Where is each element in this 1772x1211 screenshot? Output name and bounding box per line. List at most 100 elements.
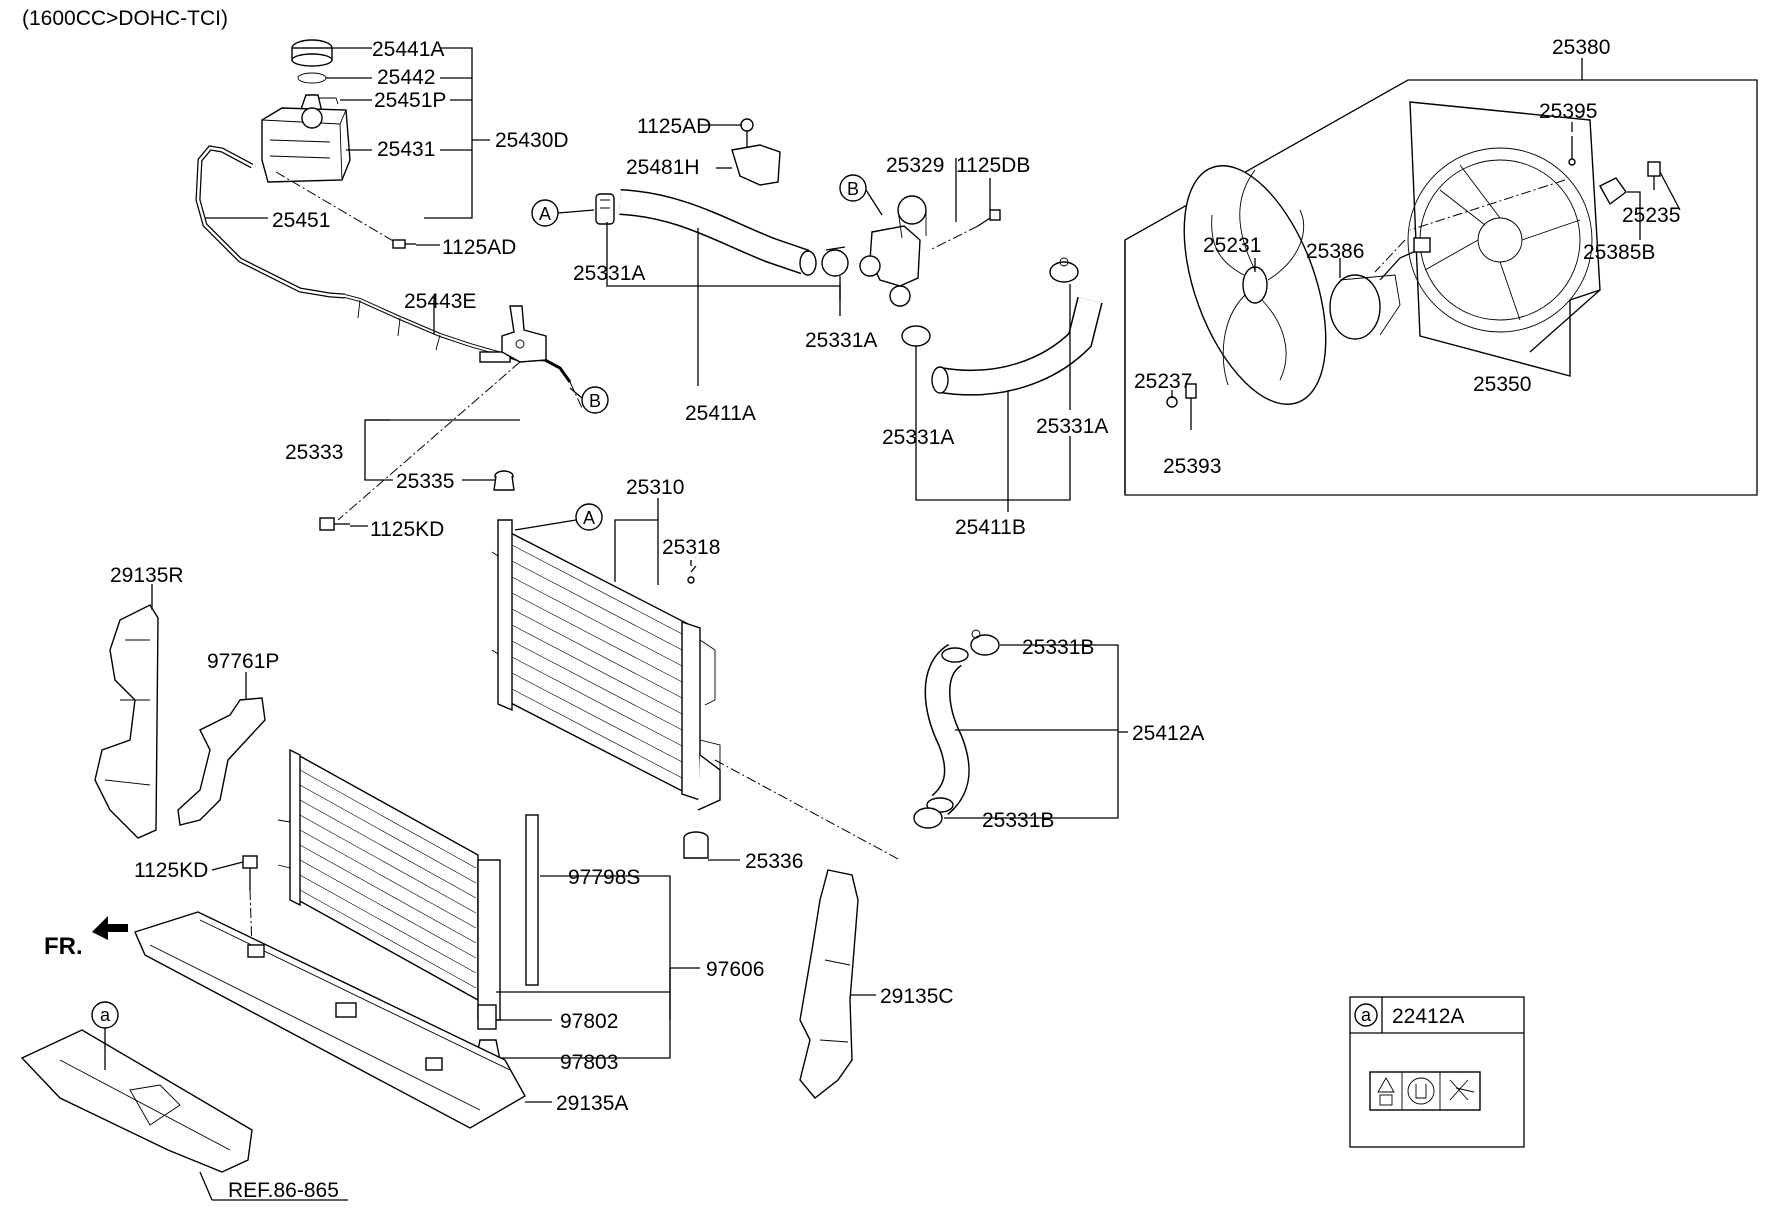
label-ref: REF.86-865 [228, 1179, 339, 1202]
bolt-1125DB [977, 209, 1001, 227]
label-97606: 97606 [706, 958, 764, 981]
label-29135C: 29135C [880, 985, 954, 1008]
thermostat-housing [859, 195, 927, 307]
label-25350: 25350 [1473, 373, 1531, 396]
label-25331A-a: 25331A [573, 262, 645, 285]
radiator-mount-bottom-25336 [683, 831, 709, 859]
reservoir-tank [261, 107, 351, 183]
label-25481H: 25481H [626, 156, 700, 179]
label-97798S: 97798S [568, 866, 640, 889]
bracket-97761P [177, 697, 266, 826]
label-25333: 25333 [285, 441, 343, 464]
bolt-1125AD-reservoir [392, 239, 416, 249]
hose-clamp-25331B-a [970, 629, 1000, 656]
label-1125DB: 1125DB [956, 154, 1030, 177]
air-guard-29135C [799, 869, 859, 1099]
label-25318: 25318 [662, 536, 720, 559]
label-25331A-b: 25331A [805, 329, 877, 352]
label-25329: 25329 [886, 154, 944, 177]
label-1125KD-a: 1125KD [370, 518, 444, 541]
legend-box: a 22412A [1349, 996, 1525, 1148]
label-25411A: 25411A [685, 402, 756, 425]
hose-clamp-25331A-a [595, 193, 615, 225]
label-25331A-d: 25331A [1036, 415, 1108, 438]
svg-text:B: B [847, 179, 859, 199]
callout-B-pipe: B [581, 386, 609, 414]
callout-B-thermo: B [839, 174, 867, 202]
callout-a-cover: a [91, 1001, 119, 1029]
resistor-25385B [1599, 177, 1627, 206]
hose-clamp-25331A-b [821, 246, 849, 277]
legend-marker: a [1361, 1005, 1372, 1025]
label-25451P: 25451P [374, 89, 446, 112]
svg-text:A: A [539, 204, 551, 224]
bolt-1125KD-bracket [319, 517, 350, 531]
screw-25318 [687, 565, 697, 584]
carrier-29135A [134, 911, 526, 1129]
label-25380: 25380 [1552, 36, 1610, 59]
label-25451: 25451 [272, 209, 330, 232]
svg-text:a: a [100, 1005, 111, 1025]
connector-25235 [1647, 161, 1661, 190]
label-25430D: 25430D [495, 129, 569, 152]
label-97802: 97802 [560, 1010, 618, 1033]
label-25385B: 25385B [1583, 241, 1655, 264]
legend-part: 22412A [1392, 1005, 1464, 1028]
fan-motor-25386 [1329, 237, 1431, 340]
front-label: FR. [44, 933, 83, 960]
label-25237: 25237 [1134, 370, 1192, 393]
label-25411B: 25411B [955, 516, 1026, 539]
label-29135R: 29135R [110, 564, 184, 587]
label-25431: 25431 [377, 138, 435, 161]
label-25412A: 25412A [1132, 722, 1204, 745]
label-97761P: 97761P [207, 650, 279, 673]
upper-hose-25411A [619, 189, 817, 276]
label-25443E: 25443E [404, 290, 476, 313]
label-1125AD-a: 1125AD [442, 236, 516, 259]
label-25335: 25335 [396, 470, 454, 493]
radiator-25310 [491, 519, 721, 811]
label-97803: 97803 [560, 1051, 618, 1074]
svg-text:B: B [589, 391, 601, 411]
label-25395: 25395 [1539, 100, 1597, 123]
screw-25395 [1568, 136, 1576, 166]
nut-25237 [1166, 396, 1178, 408]
callout-A-rad: A [575, 503, 603, 531]
reservoir-cap [291, 39, 333, 67]
bracket-25333 [501, 305, 547, 363]
label-1125AD-b: 1125AD [637, 115, 711, 138]
dryer-97802 [477, 1004, 497, 1030]
fan-shroud-25350 [1407, 101, 1601, 377]
hose-clamp-25331A-d [1049, 257, 1079, 283]
hose-clamp-25331B-b [913, 807, 943, 829]
label-25235: 25235 [1622, 204, 1680, 227]
label-25336: 25336 [745, 850, 803, 873]
label-25231: 25231 [1203, 234, 1261, 257]
hose-clamp-25331A-c [901, 325, 931, 347]
warning-label-icon [1369, 1071, 1481, 1111]
callout-A-upper: A [531, 199, 559, 227]
under-cover [20, 1029, 253, 1173]
label-25310: 25310 [626, 476, 684, 499]
bolt-1125KD-lower [242, 855, 258, 890]
label-25331B-b: 25331B [982, 809, 1054, 832]
bolt-1125AD-hose [740, 118, 754, 150]
mount-25335 [493, 470, 515, 491]
svg-text:A: A [583, 508, 595, 528]
label-29135A: 29135A [556, 1092, 628, 1115]
engine-note: (1600CC>DOHC-TCI) [22, 7, 228, 30]
seal-97798S [525, 814, 539, 986]
bracket-25481H [731, 144, 781, 186]
hose-25411B [931, 296, 1103, 396]
label-25442: 25442 [377, 66, 435, 89]
label-1125KD-b: 1125KD [134, 859, 208, 882]
label-25386: 25386 [1306, 240, 1364, 263]
air-guard-29135R [94, 604, 159, 839]
label-25331A-c: 25331A [882, 426, 954, 449]
label-25441A: 25441A [372, 38, 444, 61]
label-25393: 25393 [1163, 455, 1221, 478]
label-25331B-a: 25331B [1022, 636, 1094, 659]
front-arrow-icon [92, 916, 128, 940]
fan-blade-25231 [1183, 165, 1327, 405]
